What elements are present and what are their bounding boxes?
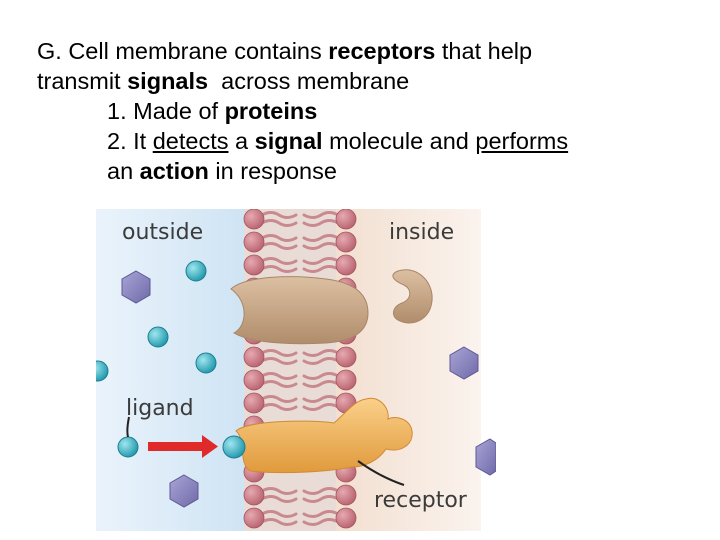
lipid-head [243,209,265,230]
lipid-tail [260,395,298,403]
term-signals: signals [127,68,209,94]
ligand-molecule [195,352,217,374]
point-text: an [107,158,140,184]
lipid-head [243,346,265,368]
term-action: action [139,158,209,184]
lipid-head [335,254,357,276]
label-receptor: receptor [374,488,468,513]
lipid-tail [302,518,340,526]
slide-text: G. Cell membrane contains receptors that… [37,36,697,186]
lipid-head [243,392,265,414]
hexagon-molecule [475,438,496,476]
lipid-tail [260,357,298,365]
lipid-head [335,507,357,529]
receptor-protein-upper [230,276,369,345]
hexagon-molecule [169,474,199,508]
heading-text: transmit [37,68,128,94]
point-text: 2. It [107,128,153,154]
lipid-tail [260,495,298,503]
protein-fragment [392,269,433,324]
lipid-tail [260,487,298,495]
lipid-tail [302,242,340,250]
hexagon-molecule [449,346,479,380]
lipid-head [243,231,265,253]
heading-text: that help [435,38,533,64]
lipid-tail [302,487,340,495]
point-text: 1. Made of [107,98,225,124]
label-inside: inside [389,220,454,245]
lipid-tail [260,518,298,526]
lipid-tail [302,234,340,242]
lipid-tail [260,211,298,219]
lipid-tail [302,211,340,219]
arrow-head [202,435,218,458]
lipid-tail [260,349,298,357]
lipid-tail [302,265,340,273]
bound-ligand [222,435,246,459]
ligand-pointer-line [126,416,130,438]
heading-text: G. Cell membrane contains [37,38,329,64]
lipid-tail [260,257,298,265]
outside-region [96,209,244,531]
lipid-tail [302,372,340,380]
point-text: a [228,128,255,154]
ligand-molecule [147,326,169,348]
point-text: in response [208,158,337,184]
lipid-tail [302,357,340,365]
label-ligand: ligand [126,396,194,421]
lipid-head [335,346,357,368]
point-2-line-1: 2. It detects a signal molecule and perf… [37,126,697,156]
lipid-head [243,254,265,276]
hexagon-molecule [121,270,151,304]
ligand-molecule [185,260,207,282]
lipid-tail [260,219,298,227]
lipid-head [243,484,265,506]
lipid-tail [260,403,298,411]
term-proteins: proteins [224,98,318,124]
lipid-head [335,369,357,391]
point-2-line-2: an action in response [37,156,697,186]
lipid-tail [302,403,340,411]
point-1: 1. Made of proteins [37,96,697,126]
lipid-head [243,507,265,529]
lipid-tail [302,395,340,403]
heading-line-1: G. Cell membrane contains receptors that… [37,36,697,66]
lipid-tail [260,380,298,388]
lipid-tail [260,265,298,273]
lipid-tail [302,380,340,388]
lipid-tail [302,495,340,503]
lipid-tail [302,219,340,227]
lipid-tail [302,349,340,357]
lipid-head [335,209,357,230]
arrow-shaft [148,442,204,451]
ligand-molecule [117,436,139,458]
label-outside: outside [122,220,203,245]
receptor-protein [235,397,413,474]
point-text: molecule and [322,128,476,154]
receptor-pointer-line [357,460,405,486]
term-receptors: receptors [328,38,436,64]
term-performs: performs [475,128,569,154]
lipid-head [335,231,357,253]
heading-text: across membrane [208,68,410,94]
lipid-tail [260,372,298,380]
lipid-tail [302,257,340,265]
ligand-molecule [96,360,109,382]
membrane-diagram: outside inside ligand receptor [96,209,496,531]
lipid-tail [302,510,340,518]
lipid-tail [260,234,298,242]
term-detects: detects [152,128,229,154]
term-signal: signal [254,128,323,154]
lipid-head [335,484,357,506]
heading-line-2: transmit signals across membrane [37,66,697,96]
membrane-receptor-figure: outside inside ligand receptor [96,209,496,531]
lipid-tail [260,242,298,250]
lipid-tail [260,510,298,518]
lipid-head [243,369,265,391]
